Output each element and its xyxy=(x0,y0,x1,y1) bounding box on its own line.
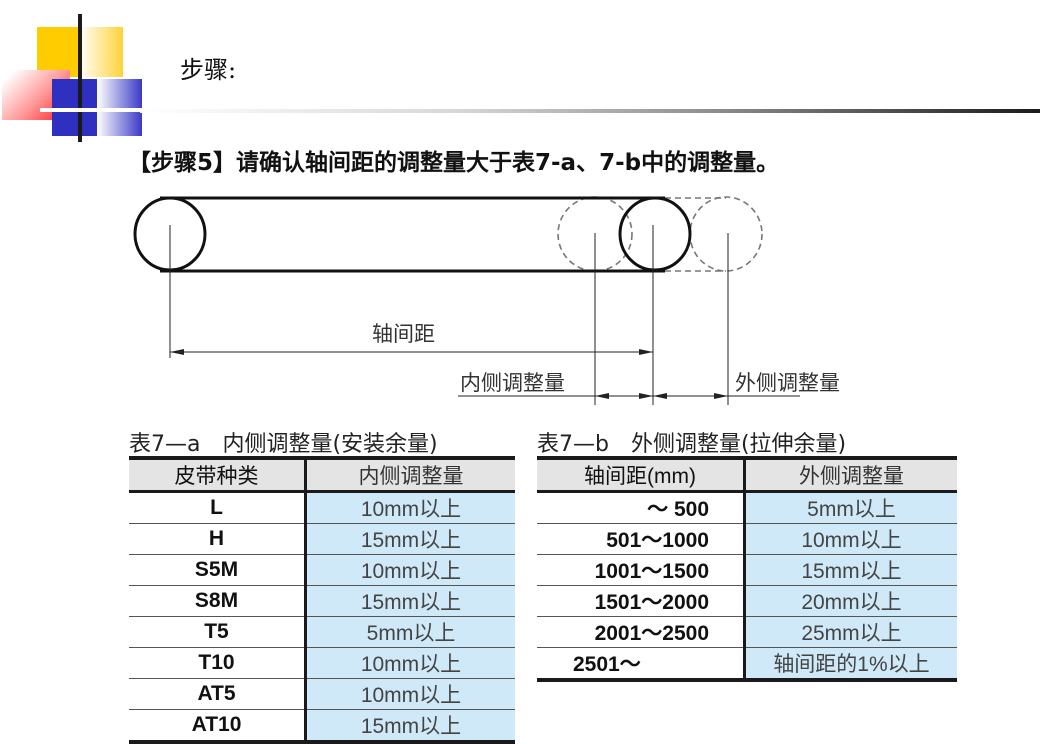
belt-type-cell: T10 xyxy=(129,647,307,679)
column-header: 外侧调整量 xyxy=(744,458,957,493)
belt-diagram: 轴间距 内侧调整量 外侧调整量 xyxy=(120,185,860,415)
header-rule xyxy=(140,109,1040,113)
belt-type-cell: S8M xyxy=(129,585,307,617)
belt-type-cell: T5 xyxy=(129,616,307,648)
adjustment-cell: 10mm以上 xyxy=(744,523,957,555)
step-instruction: 【步骤5】请确认轴间距的调整量大于表7-a、7-b中的调整量。 xyxy=(128,150,780,176)
adjustment-cell: 10mm以上 xyxy=(305,678,515,710)
decor-vertical-bar xyxy=(78,14,82,142)
decor-blue-gradient-square xyxy=(97,79,142,136)
adjustment-cell: 10mm以上 xyxy=(305,554,515,586)
table-header-row: 轴间距(mm) 外侧调整量 xyxy=(537,458,957,493)
belt-type-cell: AT5 xyxy=(129,678,307,710)
column-header: 内侧调整量 xyxy=(305,458,515,493)
belt-drawing xyxy=(133,196,860,405)
belt-type-cell: S5M xyxy=(129,554,307,586)
slide-title: 步骤: xyxy=(180,56,237,84)
decor-white-bar xyxy=(40,108,145,112)
belt-type-cell: AT10 xyxy=(129,709,307,744)
decor-blue-square xyxy=(52,79,97,136)
adjustment-cell: 20mm以上 xyxy=(744,585,957,617)
decor-yellow-square xyxy=(37,27,79,77)
outer-adjustment-label: 外侧调整量 xyxy=(735,371,840,395)
column-header: 轴间距(mm) xyxy=(537,458,746,493)
table-header-row: 皮带种类 内侧调整量 xyxy=(129,458,515,493)
adjustment-cell: 5mm以上 xyxy=(744,491,957,524)
table-row: 2501～轴间距的1%以上 xyxy=(537,647,957,682)
table-b-caption: 表7—b 外侧调整量(拉伸余量) xyxy=(537,432,847,457)
decor-yellow-gradient-square xyxy=(79,27,123,77)
distance-range-cell: 1001～1500 xyxy=(537,554,746,586)
slide-decoration xyxy=(0,0,150,150)
inner-adjustment-label: 内侧调整量 xyxy=(460,371,565,395)
belt-type-cell: L xyxy=(129,491,307,524)
adjustment-cell: 15mm以上 xyxy=(305,709,515,744)
distance-range-cell: 2501～ xyxy=(537,647,746,682)
belt-type-cell: H xyxy=(129,523,307,555)
adjustment-cell: 15mm以上 xyxy=(305,585,515,617)
table-a-caption: 表7—a 内侧调整量(安装余量) xyxy=(129,432,438,457)
column-header: 皮带种类 xyxy=(129,458,307,493)
right-pulley xyxy=(618,196,692,272)
adjustment-cell: 轴间距的1%以上 xyxy=(744,647,957,682)
adjustment-cell: 10mm以上 xyxy=(305,647,515,679)
distance-range-cell: 1501～2000 xyxy=(537,585,746,617)
adjustment-cell: 15mm以上 xyxy=(744,554,957,586)
distance-range-cell: 2001～2500 xyxy=(537,616,746,648)
center-distance-label: 轴间距 xyxy=(372,322,435,346)
adjustment-cell: 25mm以上 xyxy=(744,616,957,648)
adjustment-cell: 15mm以上 xyxy=(305,523,515,555)
adjustment-cell: 10mm以上 xyxy=(305,491,515,524)
adjustment-cell: 5mm以上 xyxy=(305,616,515,648)
distance-range-cell: 501～1000 xyxy=(537,523,746,555)
outer-pulley-dashed xyxy=(689,196,763,272)
distance-range-cell: ～ 500 xyxy=(537,491,746,524)
